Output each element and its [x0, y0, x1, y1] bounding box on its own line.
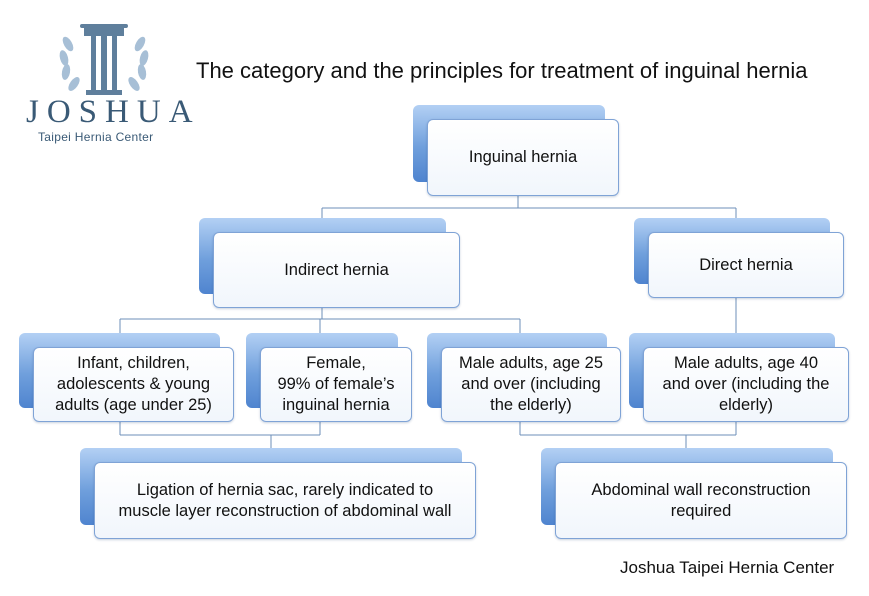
connector-young-female-to-ligation	[119, 422, 321, 448]
node-male-40: Male adults, age 40 and over (including …	[629, 333, 849, 422]
logo-name: JOSHUA	[26, 94, 201, 130]
logo: JOSHUA Taipei Hernia Center	[18, 18, 193, 144]
pillar-laurel-icon	[59, 24, 149, 95]
node-reconstruction: Abdominal wall reconstruction required	[541, 448, 847, 539]
connector-male-to-reconstruction	[519, 422, 737, 448]
node-direct-hernia: Direct hernia	[634, 218, 844, 298]
node-young: Infant, children, adolescents & young ad…	[19, 333, 234, 422]
footer-credit: Joshua Taipei Hernia Center	[620, 558, 835, 577]
connector-root-to-level1	[321, 196, 737, 220]
logo-subtitle: Taipei Hernia Center	[38, 130, 154, 144]
node-ligation: Ligation of hernia sac, rarely indicated…	[80, 448, 476, 539]
node-inguinal-hernia: Inguinal hernia	[413, 105, 619, 196]
node-male-25: Male adults, age 25 and over (including …	[427, 333, 621, 422]
node-female: Female, 99% of female’s inguinal hernia	[246, 333, 412, 422]
page-title: The category and the principles for trea…	[196, 58, 808, 83]
connector-indirect-to-children	[119, 306, 521, 333]
node-indirect-hernia: Indirect hernia	[199, 218, 460, 308]
